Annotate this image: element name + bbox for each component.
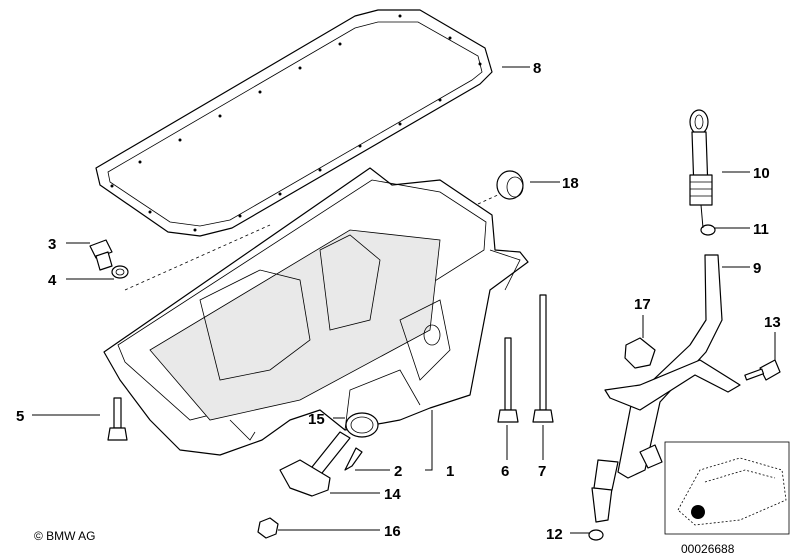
- callout-7: 7: [538, 463, 546, 480]
- callout-8: 8: [533, 60, 541, 77]
- rubber-plug: [496, 170, 524, 200]
- callout-labels: 8 18 3 4 5 15 2 1 14 16 6 7 17 10 11 9 1…: [16, 60, 781, 543]
- hex-bolt-5: [107, 397, 128, 441]
- oil-pan-gasket: [95, 9, 493, 237]
- holder-clip: [624, 337, 656, 369]
- callout-4: 4: [48, 272, 57, 289]
- dowel-pin: [344, 447, 363, 471]
- o-ring: [345, 412, 379, 438]
- callout-9: 9: [753, 260, 761, 277]
- bolt-7: [532, 294, 554, 423]
- location-marker-icon: [691, 505, 705, 519]
- dipstick-and-guide-tube: [591, 109, 741, 523]
- callout-2: 2: [394, 463, 402, 480]
- bolt-13: [744, 359, 781, 381]
- callout-3: 3: [48, 236, 56, 253]
- oil-pickup-pipe: [279, 431, 351, 497]
- callout-16: 16: [384, 523, 401, 540]
- leader-lines: [32, 66, 776, 534]
- callout-11: 11: [753, 221, 769, 238]
- callout-14: 14: [384, 486, 401, 503]
- vehicle-location-inset: [664, 441, 790, 535]
- callout-13: 13: [764, 314, 781, 331]
- callout-17: 17: [634, 296, 651, 313]
- callout-10: 10: [753, 165, 770, 182]
- small-o-ring: [588, 529, 604, 541]
- copyright-text: © BMW AG: [34, 529, 96, 543]
- callout-18: 18: [562, 175, 579, 192]
- callout-12: 12: [546, 526, 563, 543]
- oil-pan: [103, 167, 529, 456]
- callout-6: 6: [501, 463, 509, 480]
- callout-1: 1: [446, 463, 454, 480]
- diagram-number: 00026688: [681, 542, 735, 556]
- gasket-ring: [111, 265, 129, 279]
- callout-15: 15: [308, 411, 325, 428]
- callout-5: 5: [16, 408, 24, 425]
- screw-plug: [89, 239, 113, 271]
- bolt-6: [497, 337, 519, 423]
- hex-nut: [257, 517, 279, 539]
- seal-ring: [700, 224, 716, 236]
